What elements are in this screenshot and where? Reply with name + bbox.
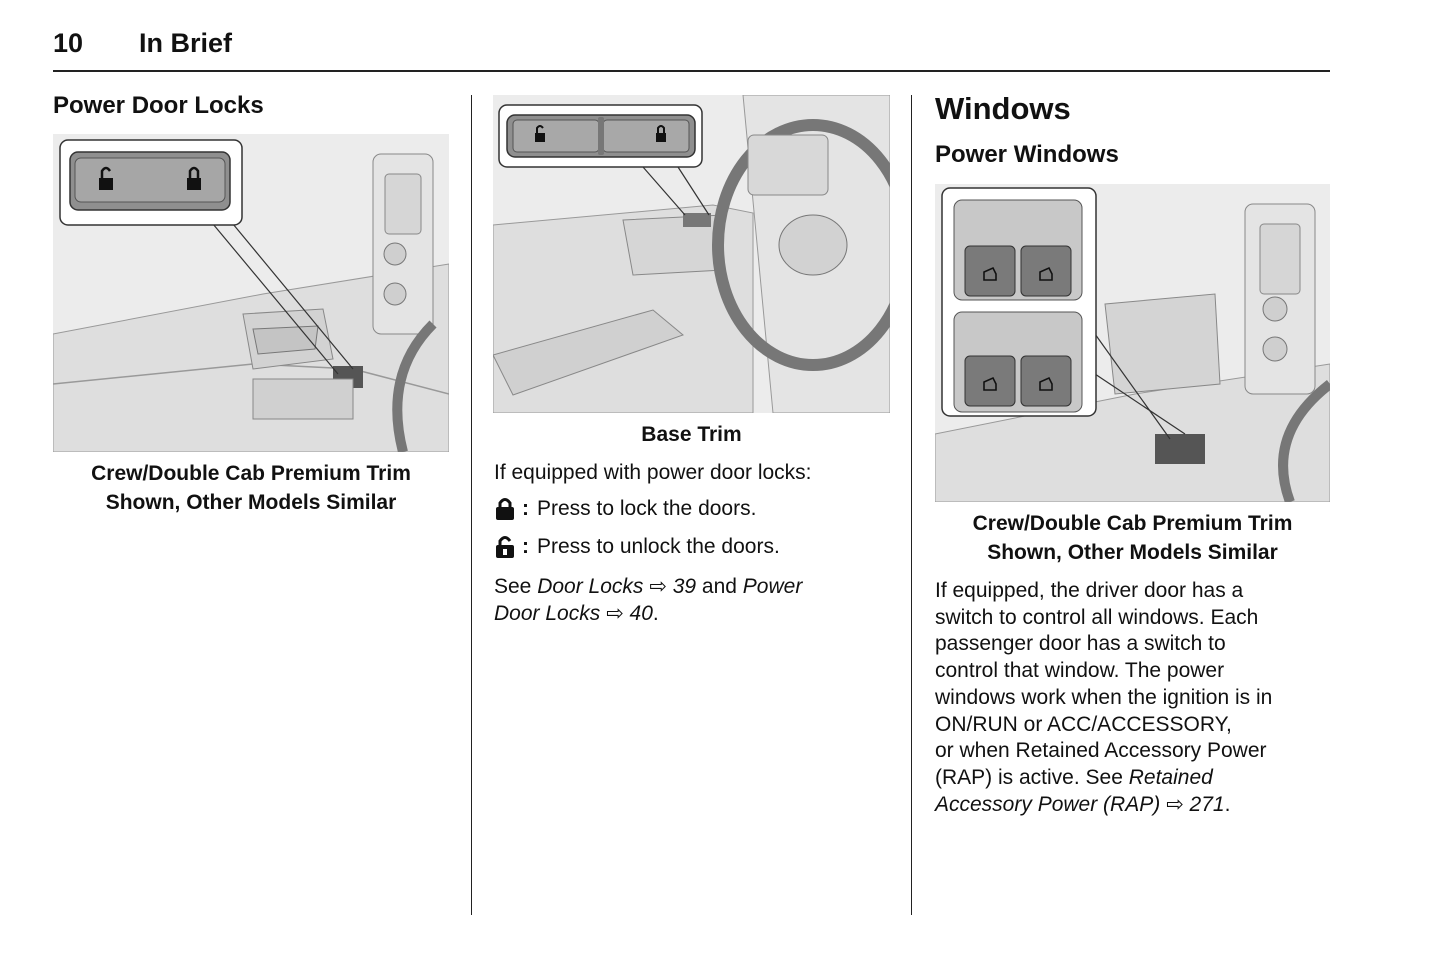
- power-window-switch-illustration: [935, 184, 1330, 502]
- ref-rap-link[interactable]: Accessory Power (RAP): [935, 792, 1161, 816]
- intro-text: If equipped with power door locks:: [494, 461, 812, 484]
- column-divider-1: [471, 95, 472, 915]
- figure-caption-premium: Crew/Double Cab Premium Trim Shown, Othe…: [53, 459, 449, 517]
- windows-heading: Windows: [935, 91, 1071, 126]
- unlock-text: Press to unlock the doors.: [537, 535, 780, 558]
- lock-text: Press to lock the doors.: [537, 497, 757, 520]
- paragraph-line: If equipped, the driver door has a: [935, 579, 1244, 602]
- caption-line: Crew/Double Cab Premium Trim: [91, 462, 411, 485]
- ref-rap-link[interactable]: Retained: [1128, 765, 1213, 789]
- section-title: In Brief: [139, 28, 233, 58]
- caption-line: Shown, Other Models Similar: [987, 541, 1278, 564]
- power-door-locks-heading: Power Door Locks: [53, 92, 264, 119]
- paragraph-line: or when Retained Accessory Power: [935, 739, 1267, 763]
- page-header: 10 In Brief: [53, 22, 1330, 72]
- door-lock-switch-illustration-premium: [53, 134, 449, 452]
- lock-switch-icon: [656, 125, 666, 142]
- door-lock-switch-illustration-base: [493, 95, 890, 413]
- ref-power-door-locks-link[interactable]: Door Locks: [494, 601, 601, 625]
- lock-switch-icon: [187, 166, 201, 190]
- ref-page-number[interactable]: 39: [672, 575, 697, 598]
- figure-caption-windows: Crew/Double Cab Premium Trim Shown, Othe…: [935, 509, 1330, 567]
- see-prefix: See: [494, 575, 538, 598]
- ref-page-number[interactable]: 40: [629, 601, 653, 625]
- see-references: See Door Locks ⇨ 39 and Power Door Locks…: [494, 574, 884, 627]
- paragraph-line: control that window. The power: [935, 659, 1225, 683]
- paragraph-line: switch to control all windows. Each: [935, 605, 1259, 629]
- column-divider-2: [911, 95, 912, 915]
- and-text: and: [696, 575, 743, 598]
- power-windows-paragraph: If equipped, the driver door has a switc…: [935, 578, 1335, 818]
- ref-door-locks-link[interactable]: Door Locks: [537, 575, 644, 598]
- paragraph-line: passenger door has a switch to: [935, 632, 1226, 656]
- unlock-icon: [494, 535, 516, 559]
- caption-line: Shown, Other Models Similar: [105, 491, 397, 514]
- caption-line: Crew/Double Cab Premium Trim: [972, 512, 1293, 535]
- paragraph-text: (RAP) is active. See: [935, 765, 1129, 789]
- lock-instruction: : Press to lock the doors.: [494, 497, 756, 521]
- page-arrow-icon: ⇨: [606, 601, 624, 625]
- page-number: 10: [53, 28, 84, 58]
- colon: :: [522, 535, 529, 558]
- paragraph-line: (RAP) is active. See Retained: [935, 765, 1335, 792]
- period: .: [1224, 792, 1231, 816]
- figure-caption-base: Base Trim: [641, 423, 742, 446]
- paragraph-line: Accessory Power (RAP) ⇨ 271.: [935, 792, 1335, 819]
- power-windows-heading: Power Windows: [935, 141, 1119, 168]
- page-arrow-icon: ⇨: [1166, 792, 1184, 816]
- period: .: [652, 601, 659, 625]
- paragraph-line: windows work when the ignition is in: [935, 685, 1273, 709]
- lock-icon: [494, 497, 516, 521]
- unlock-switch-icon: [99, 166, 113, 190]
- ref-power-door-locks-link[interactable]: Power: [742, 575, 803, 598]
- ref-page-number[interactable]: 271: [1189, 792, 1225, 816]
- unlock-instruction: : Press to unlock the doors.: [494, 535, 780, 559]
- unlock-switch-icon: [535, 125, 545, 142]
- page-arrow-icon: ⇨: [649, 575, 667, 598]
- colon: :: [522, 497, 529, 520]
- paragraph-line: ON/RUN or ACC/ACCESSORY,: [935, 712, 1232, 736]
